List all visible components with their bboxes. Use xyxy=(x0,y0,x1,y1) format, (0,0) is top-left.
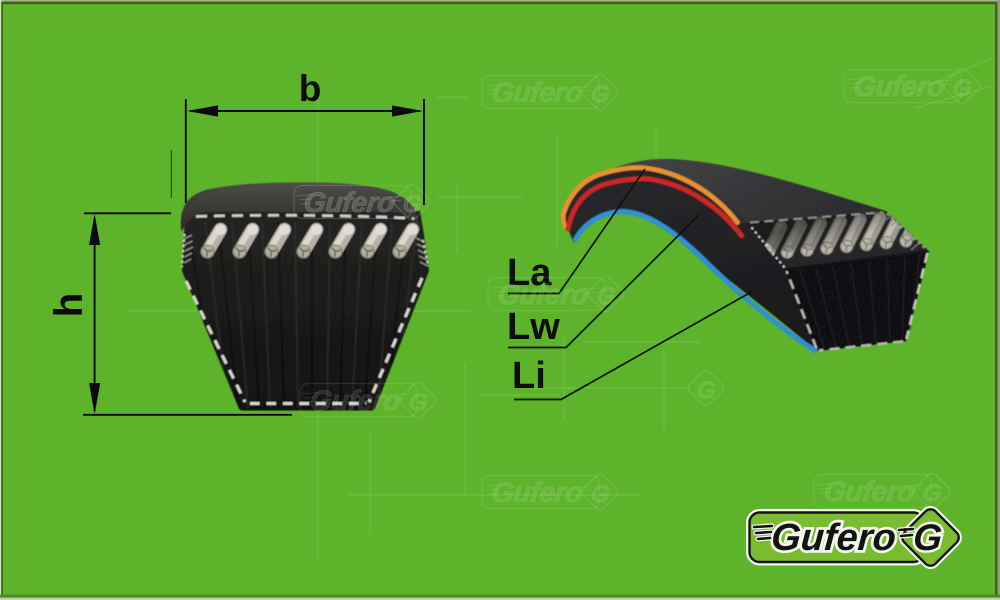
svg-text:G: G xyxy=(695,377,716,404)
svg-text:Gufero: Gufero xyxy=(770,517,897,559)
svg-text:G: G xyxy=(912,516,944,558)
svg-text:Gufero: Gufero xyxy=(770,517,897,559)
svg-text:h: h xyxy=(47,293,91,317)
svg-text:b: b xyxy=(299,68,322,109)
svg-text:Lw: Lw xyxy=(507,306,560,348)
svg-text:G: G xyxy=(912,516,944,558)
svg-text:Li: Li xyxy=(512,355,546,397)
